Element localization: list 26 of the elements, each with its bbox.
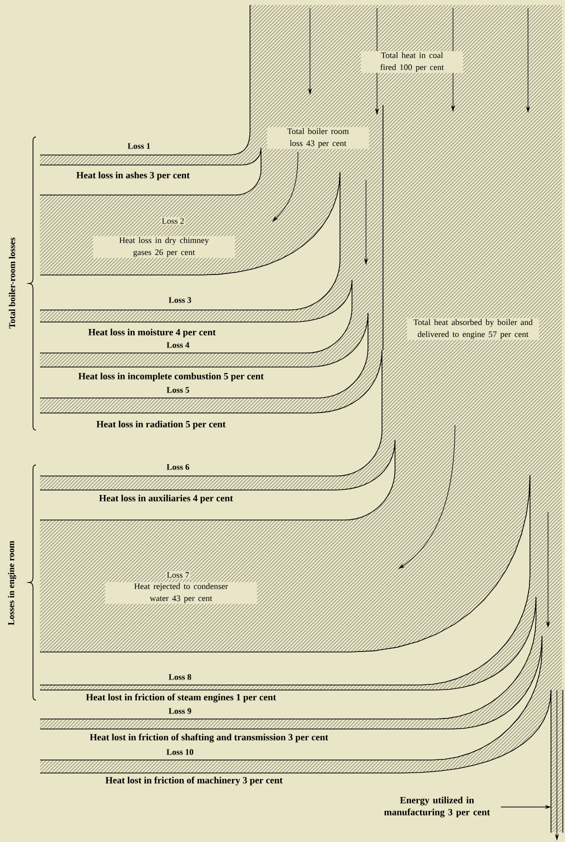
loss-description: Heat lost in friction of shafting and transmission 3 per cent — [90, 734, 328, 742]
loss-description: Heat lost in friction of machinery 3 per cent — [106, 776, 283, 786]
loss-description: Heat loss in ashes 3 per cent — [76, 172, 190, 180]
loss-description: Heat rejected to condenser water 43 per cent — [105, 582, 257, 604]
loss-description: Heat loss in moisture 4 per cent — [88, 328, 216, 338]
loss-label: Loss 3 — [168, 297, 192, 303]
loss-description: Heat loss in radiation 5 per cent — [96, 420, 226, 430]
loss-description: Heat lost in friction of steam engines 1 per cent — [86, 694, 276, 702]
loss-label: Loss 2 — [160, 217, 186, 225]
loss-label: Loss 6 — [166, 464, 190, 470]
loss-label: Loss 10 — [166, 749, 194, 755]
loss-label: Loss 9 — [168, 708, 192, 714]
flow-label: Total heat absorbed by boiler and delivered to engine 57 per cent — [407, 318, 539, 340]
flow-label: Total boiler room loss 43 per cent — [267, 127, 369, 149]
loss-label: Loss 8 — [168, 674, 192, 680]
energy-label: Energy utilized in manufacturing 3 per cent — [384, 796, 490, 818]
loss-description: Heat loss in auxiliaries 4 per cent — [99, 494, 233, 504]
loss-label: Loss 1 — [128, 143, 150, 149]
brace-label: Total boiler-room losses — [8, 238, 16, 328]
loss-description: Heat loss in dry chimney gases 26 per cent — [93, 236, 235, 258]
brace-label: Losses in engine room — [8, 540, 16, 626]
loss-label: Loss 4 — [166, 342, 190, 348]
loss-label: Loss 5 — [166, 387, 190, 393]
loss-label: Loss 7 — [166, 571, 190, 579]
loss-description: Heat loss in incomplete combustion 5 per cent — [78, 372, 264, 382]
flow-label: Total heat in coal fired 100 per cent — [361, 51, 463, 73]
